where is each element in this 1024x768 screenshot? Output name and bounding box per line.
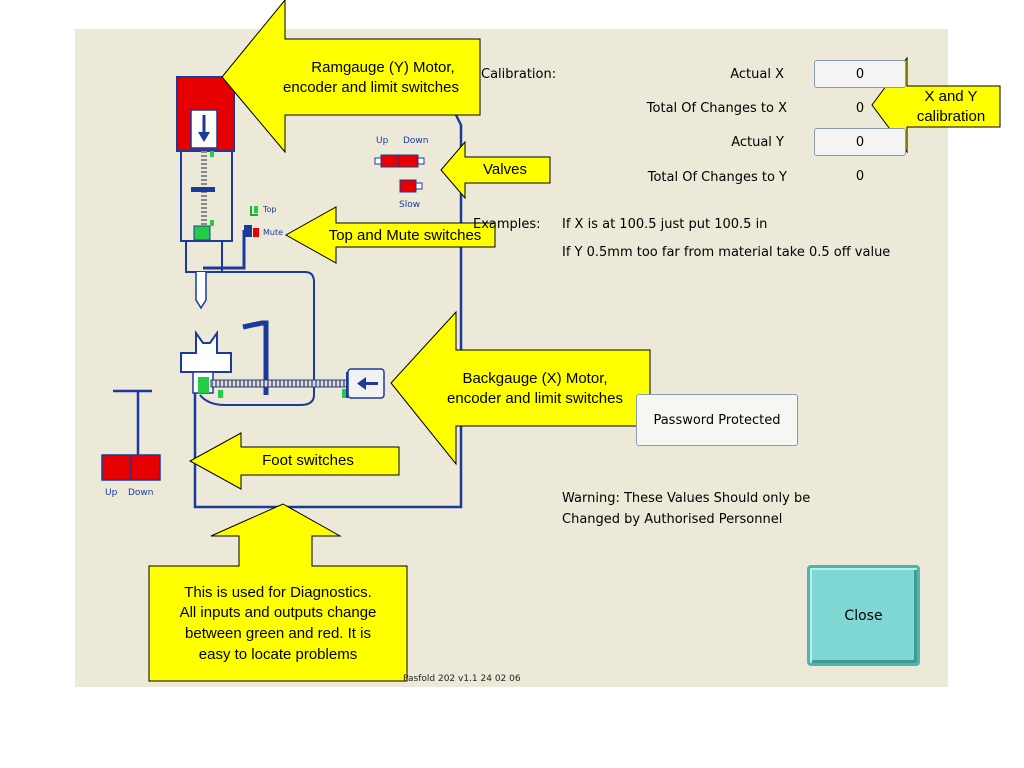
die [180,329,232,373]
example-line-1: If X is at 100.5 just put 100.5 in [562,217,768,232]
total-changes-x-label: Total Of Changes to X [646,101,787,116]
punch [195,272,207,310]
actual-x-label: Actual X [730,67,784,82]
examples-label: Examples: [473,217,541,232]
warning-line-2: Changed by Authorised Personnel [562,512,783,527]
backgauge-encoder-green [198,377,209,393]
actual-y-field[interactable]: 0 [814,128,906,156]
total-changes-y-label: Total Of Changes to Y [647,170,787,185]
mute-switch-label: Mute [263,228,284,237]
diag-callout-line-4: easy to locate problems [198,646,358,663]
foot-switches-callout [188,432,400,490]
backgauge-callout-line-1: Backgauge (X) Motor, [462,370,608,387]
total-changes-x-value: 0 [855,101,865,116]
backgauge-callout [390,310,651,466]
backgauge-callout-line-2: encoder and limit switches [447,390,623,407]
version-label: Pasfold 202 v1.1 24 02 06 [403,674,521,684]
foot-up-label: Up [105,488,118,498]
actual-x-field[interactable]: 0 [814,60,906,88]
diag-callout-line-3: between green and red. It is [185,625,371,642]
diagnostics-callout [148,503,408,682]
xy-callout-line-2: calibration [916,108,986,125]
diag-callout-line-1: This is used for Diagnostics. [184,584,372,601]
valve-up-label: Up [376,136,389,146]
valves-callout-text: Valves [483,161,527,178]
calibration-heading: Calibration: [481,67,557,82]
xy-callout-line-1: X and Y [924,88,978,105]
top-switch-icon [250,206,258,216]
ramgauge-callout-line-2: encoder and limit switches [283,79,459,96]
example-line-2: If Y 0.5mm too far from material take 0.… [562,245,891,260]
warning-line-1: Warning: These Values Should only be [562,491,811,506]
top-switch-label: Top [263,205,277,214]
valve-slow-label: Slow [399,200,421,210]
cable-loop [199,271,315,406]
arrow-down-icon [198,132,210,142]
total-changes-y-value: 0 [855,169,865,184]
ramgauge-callout-line-1: Ramgauge (Y) Motor, [311,59,455,76]
password-protected-button[interactable]: Password Protected [636,394,798,446]
valve-slow [399,179,417,193]
ram-encoder-green [193,225,211,241]
valves-callout [440,140,551,200]
mute-switch-icon [244,225,252,237]
actual-y-label: Actual Y [731,135,784,150]
backgauge-finger [242,320,269,395]
arrow-left-icon [357,377,378,390]
valve-down-label: Down [403,136,429,146]
foot-down-label: Down [128,488,154,498]
diag-callout-line-2: All inputs and outputs change [179,604,377,621]
top-mute-callout [284,206,496,264]
ramgauge-callout [221,0,481,154]
close-button[interactable]: Close [807,565,920,666]
top-mute-callout-text: Top and Mute switches [328,227,482,244]
foot-callout-text: Foot switches [262,452,354,469]
